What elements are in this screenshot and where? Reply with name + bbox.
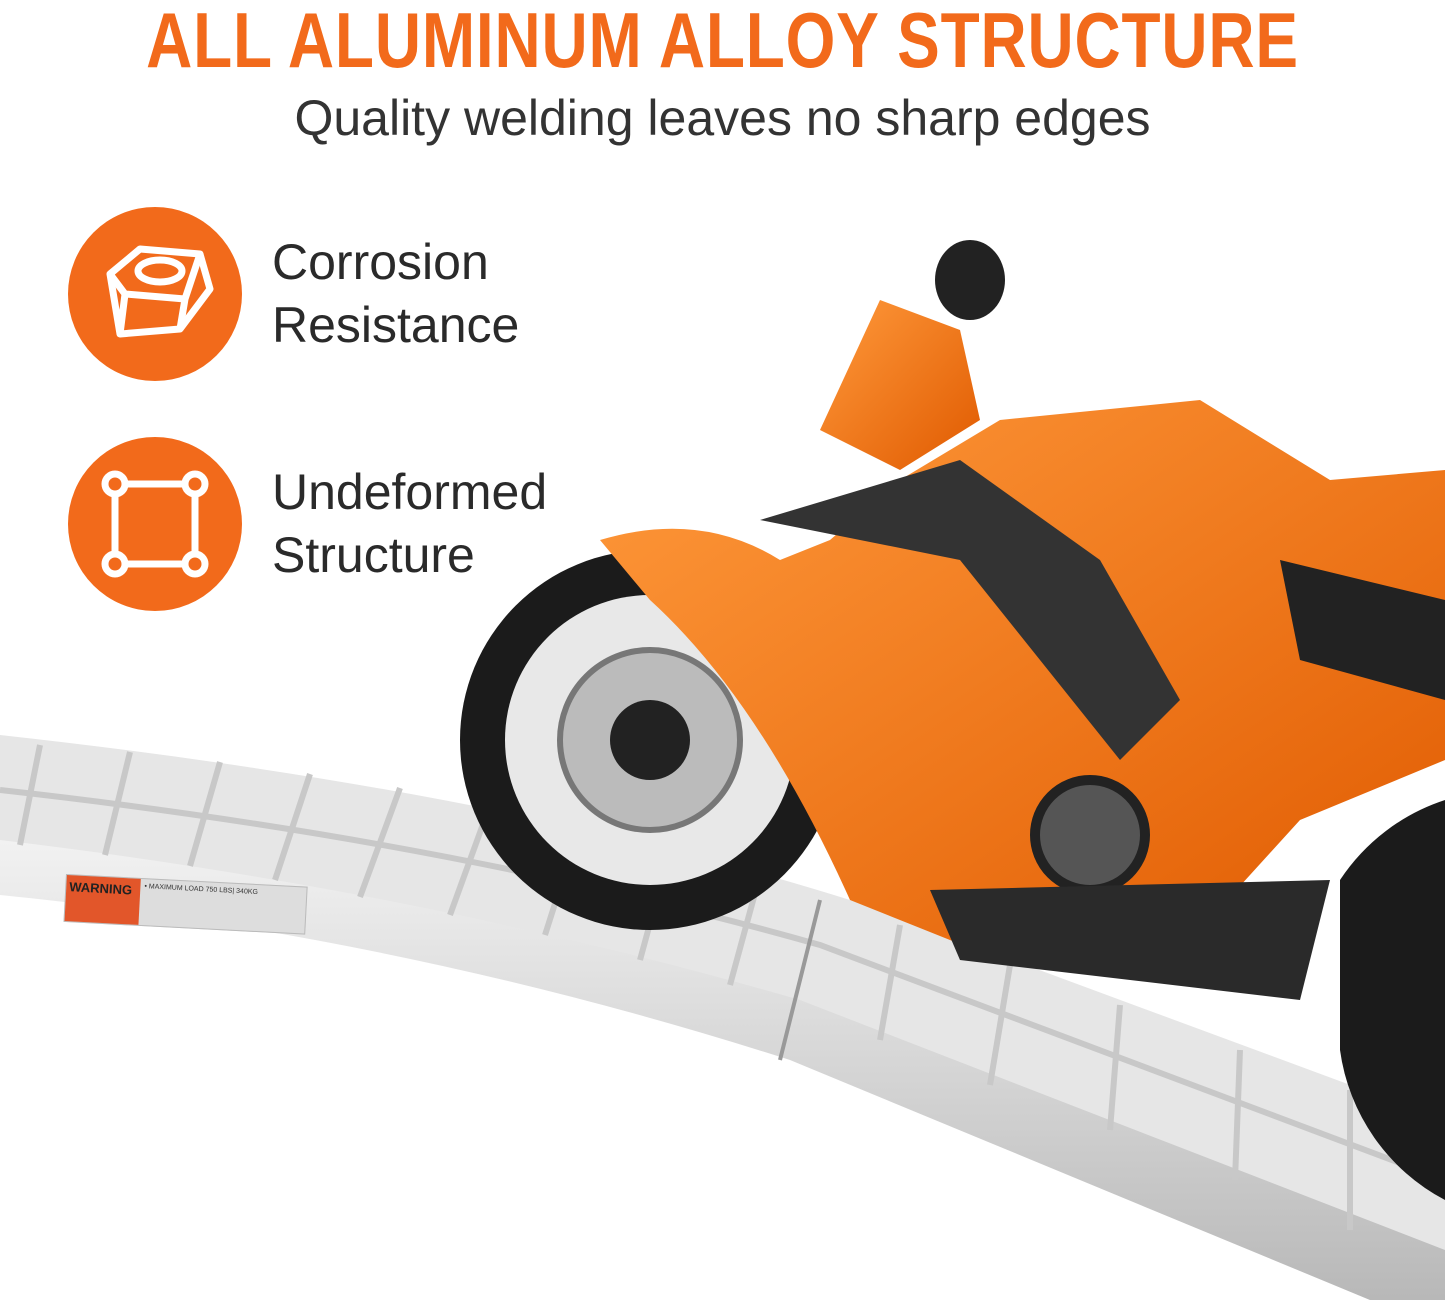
feature-line: Structure <box>272 527 475 583</box>
square-frame-icon <box>68 437 242 611</box>
motorcycle <box>460 240 1445 1200</box>
warning-text: WARNING <box>64 875 141 925</box>
max-load-text: • MAXIMUM LOAD 750 LBS| 340KG <box>144 883 259 897</box>
feature-undeformed-structure: Undeformed Structure <box>68 437 547 611</box>
feature-line: Undeformed <box>272 464 548 520</box>
page-subtitle: Quality welding leaves no sharp edges <box>294 90 1151 146</box>
feature-line: Corrosion <box>272 234 489 290</box>
feature-corrosion-resistance: Corrosion Resistance <box>68 207 519 381</box>
page-title: ALL ALUMINUM ALLOY STRUCTURE <box>146 0 1299 84</box>
feature-line: Resistance <box>272 297 520 353</box>
hex-nut-icon <box>68 207 242 381</box>
